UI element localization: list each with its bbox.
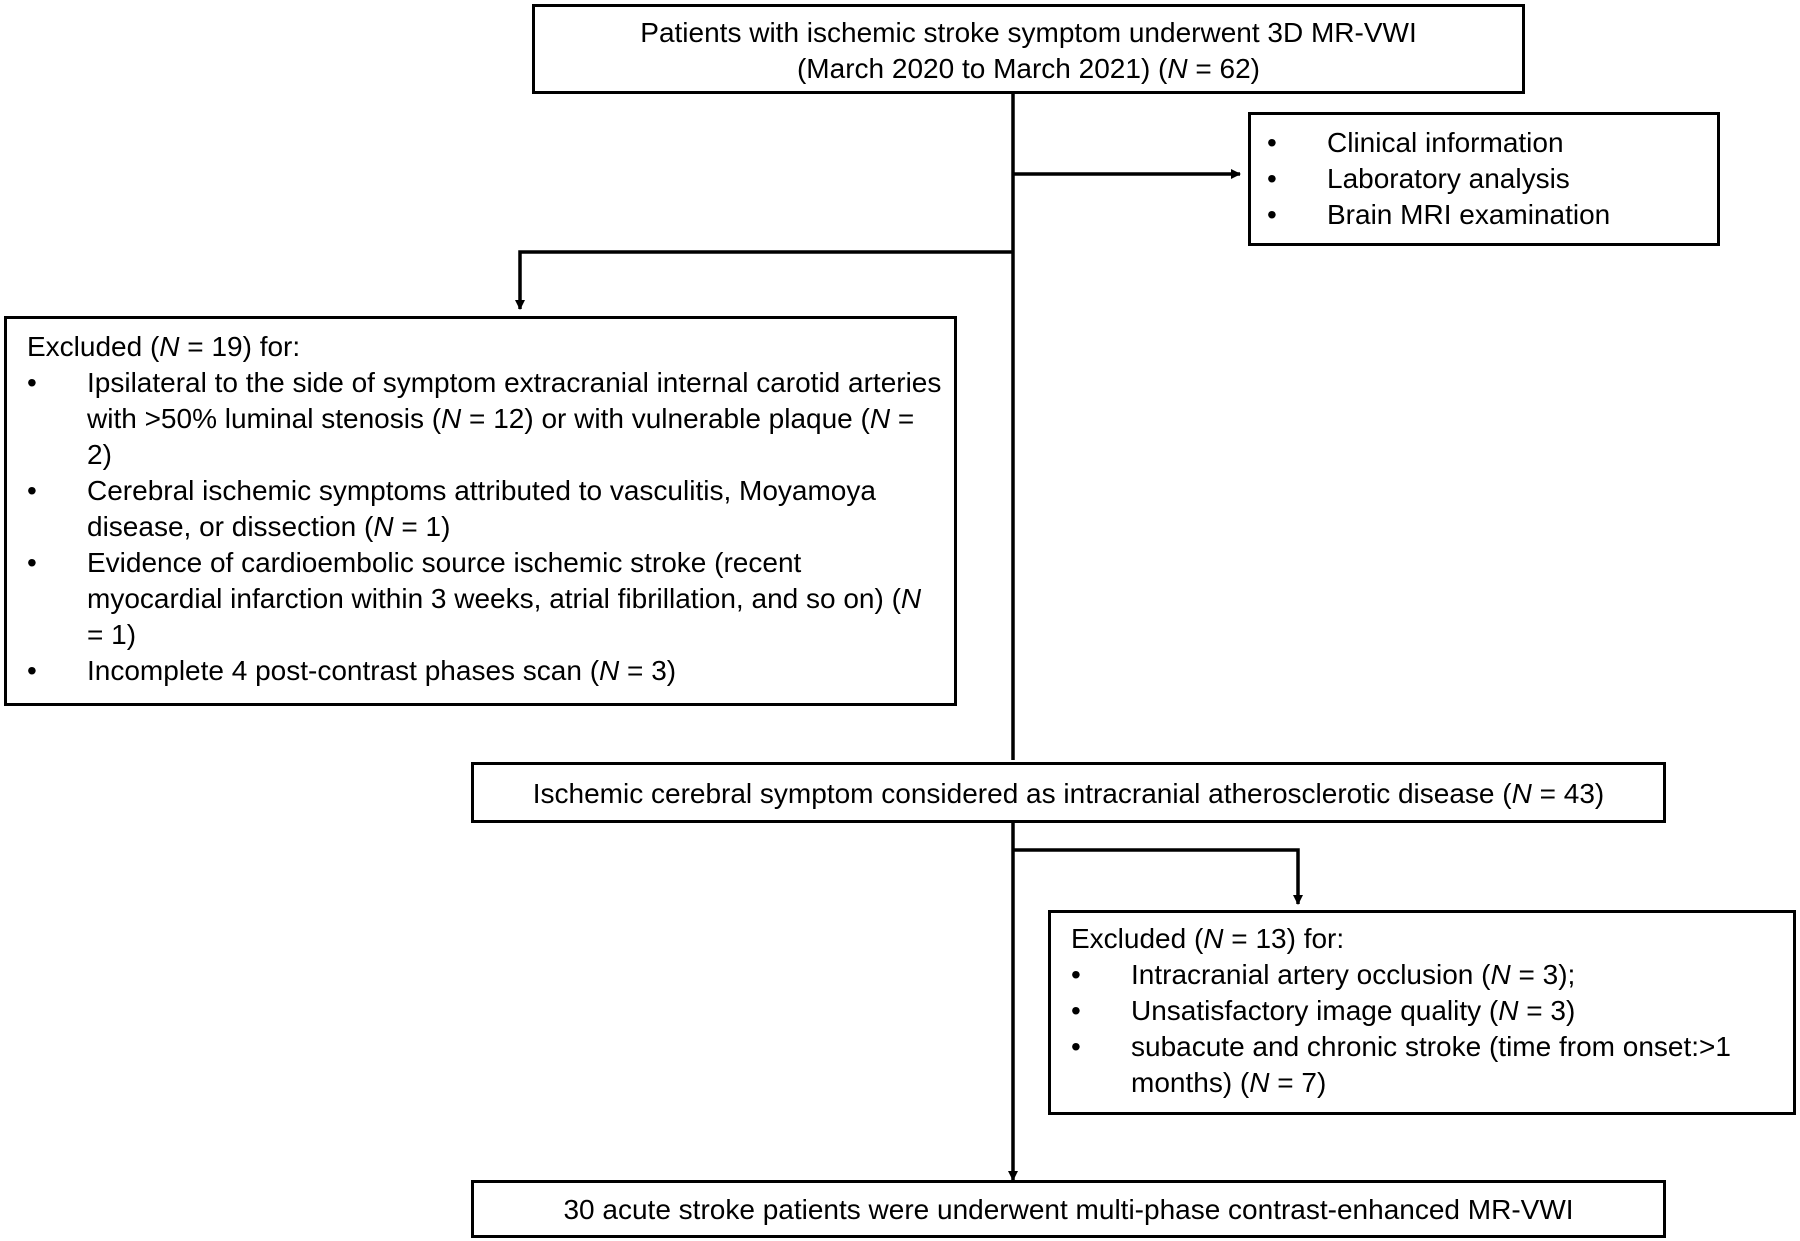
branch-to-excluded1-arrow bbox=[515, 250, 1013, 310]
excluded-19-list: Ipsilateral to the side of symptom extra… bbox=[11, 365, 942, 689]
icad-text: Ischemic cerebral symptom considered as … bbox=[532, 778, 1605, 809]
list-item: Incomplete 4 post-contrast phases scan (… bbox=[11, 653, 942, 689]
final-cohort-text: 30 acute stroke patients were underwent … bbox=[563, 1194, 1574, 1225]
list-item: Laboratory analysis bbox=[1251, 161, 1717, 197]
list-item: Unsatisfactory image quality (N = 3) bbox=[1055, 993, 1783, 1029]
excluded-19-box: Excluded (N = 19) for: Ipsilateral to th… bbox=[4, 316, 957, 706]
excluded-13-heading: Excluded (N = 13) for: bbox=[1071, 923, 1345, 954]
enrollment-line-2: (March 2020 to March 2021) (N = 62) bbox=[796, 53, 1260, 84]
list-item: Cerebral ischemic symptoms attributed to… bbox=[11, 473, 942, 545]
final-cohort-box: 30 acute stroke patients were underwent … bbox=[471, 1180, 1666, 1238]
enrollment-line-1: Patients with ischemic stroke symptom un… bbox=[640, 17, 1417, 48]
list-item: Clinical information bbox=[1251, 125, 1717, 161]
branch-to-excluded2-arrow bbox=[1013, 848, 1303, 905]
data-collection-list: Clinical information Laboratory analysis… bbox=[1251, 125, 1717, 233]
data-collection-box: Clinical information Laboratory analysis… bbox=[1248, 112, 1720, 246]
list-item: Brain MRI examination bbox=[1251, 197, 1717, 233]
list-item: Intracranial artery occlusion (N = 3); bbox=[1055, 957, 1783, 993]
list-item: Evidence of cardioembolic source ischemi… bbox=[11, 545, 942, 653]
icad-box: Ischemic cerebral symptom considered as … bbox=[471, 762, 1666, 823]
list-item: subacute and chronic stroke (time from o… bbox=[1055, 1029, 1783, 1101]
list-item: Ipsilateral to the side of symptom extra… bbox=[11, 365, 942, 473]
enrollment-box: Patients with ischemic stroke symptom un… bbox=[532, 4, 1525, 94]
excluded-13-box: Excluded (N = 13) for: Intracranial arte… bbox=[1048, 910, 1796, 1115]
excluded-13-list: Intracranial artery occlusion (N = 3); U… bbox=[1055, 957, 1783, 1101]
excluded-19-heading: Excluded (N = 19) for: bbox=[27, 331, 301, 362]
